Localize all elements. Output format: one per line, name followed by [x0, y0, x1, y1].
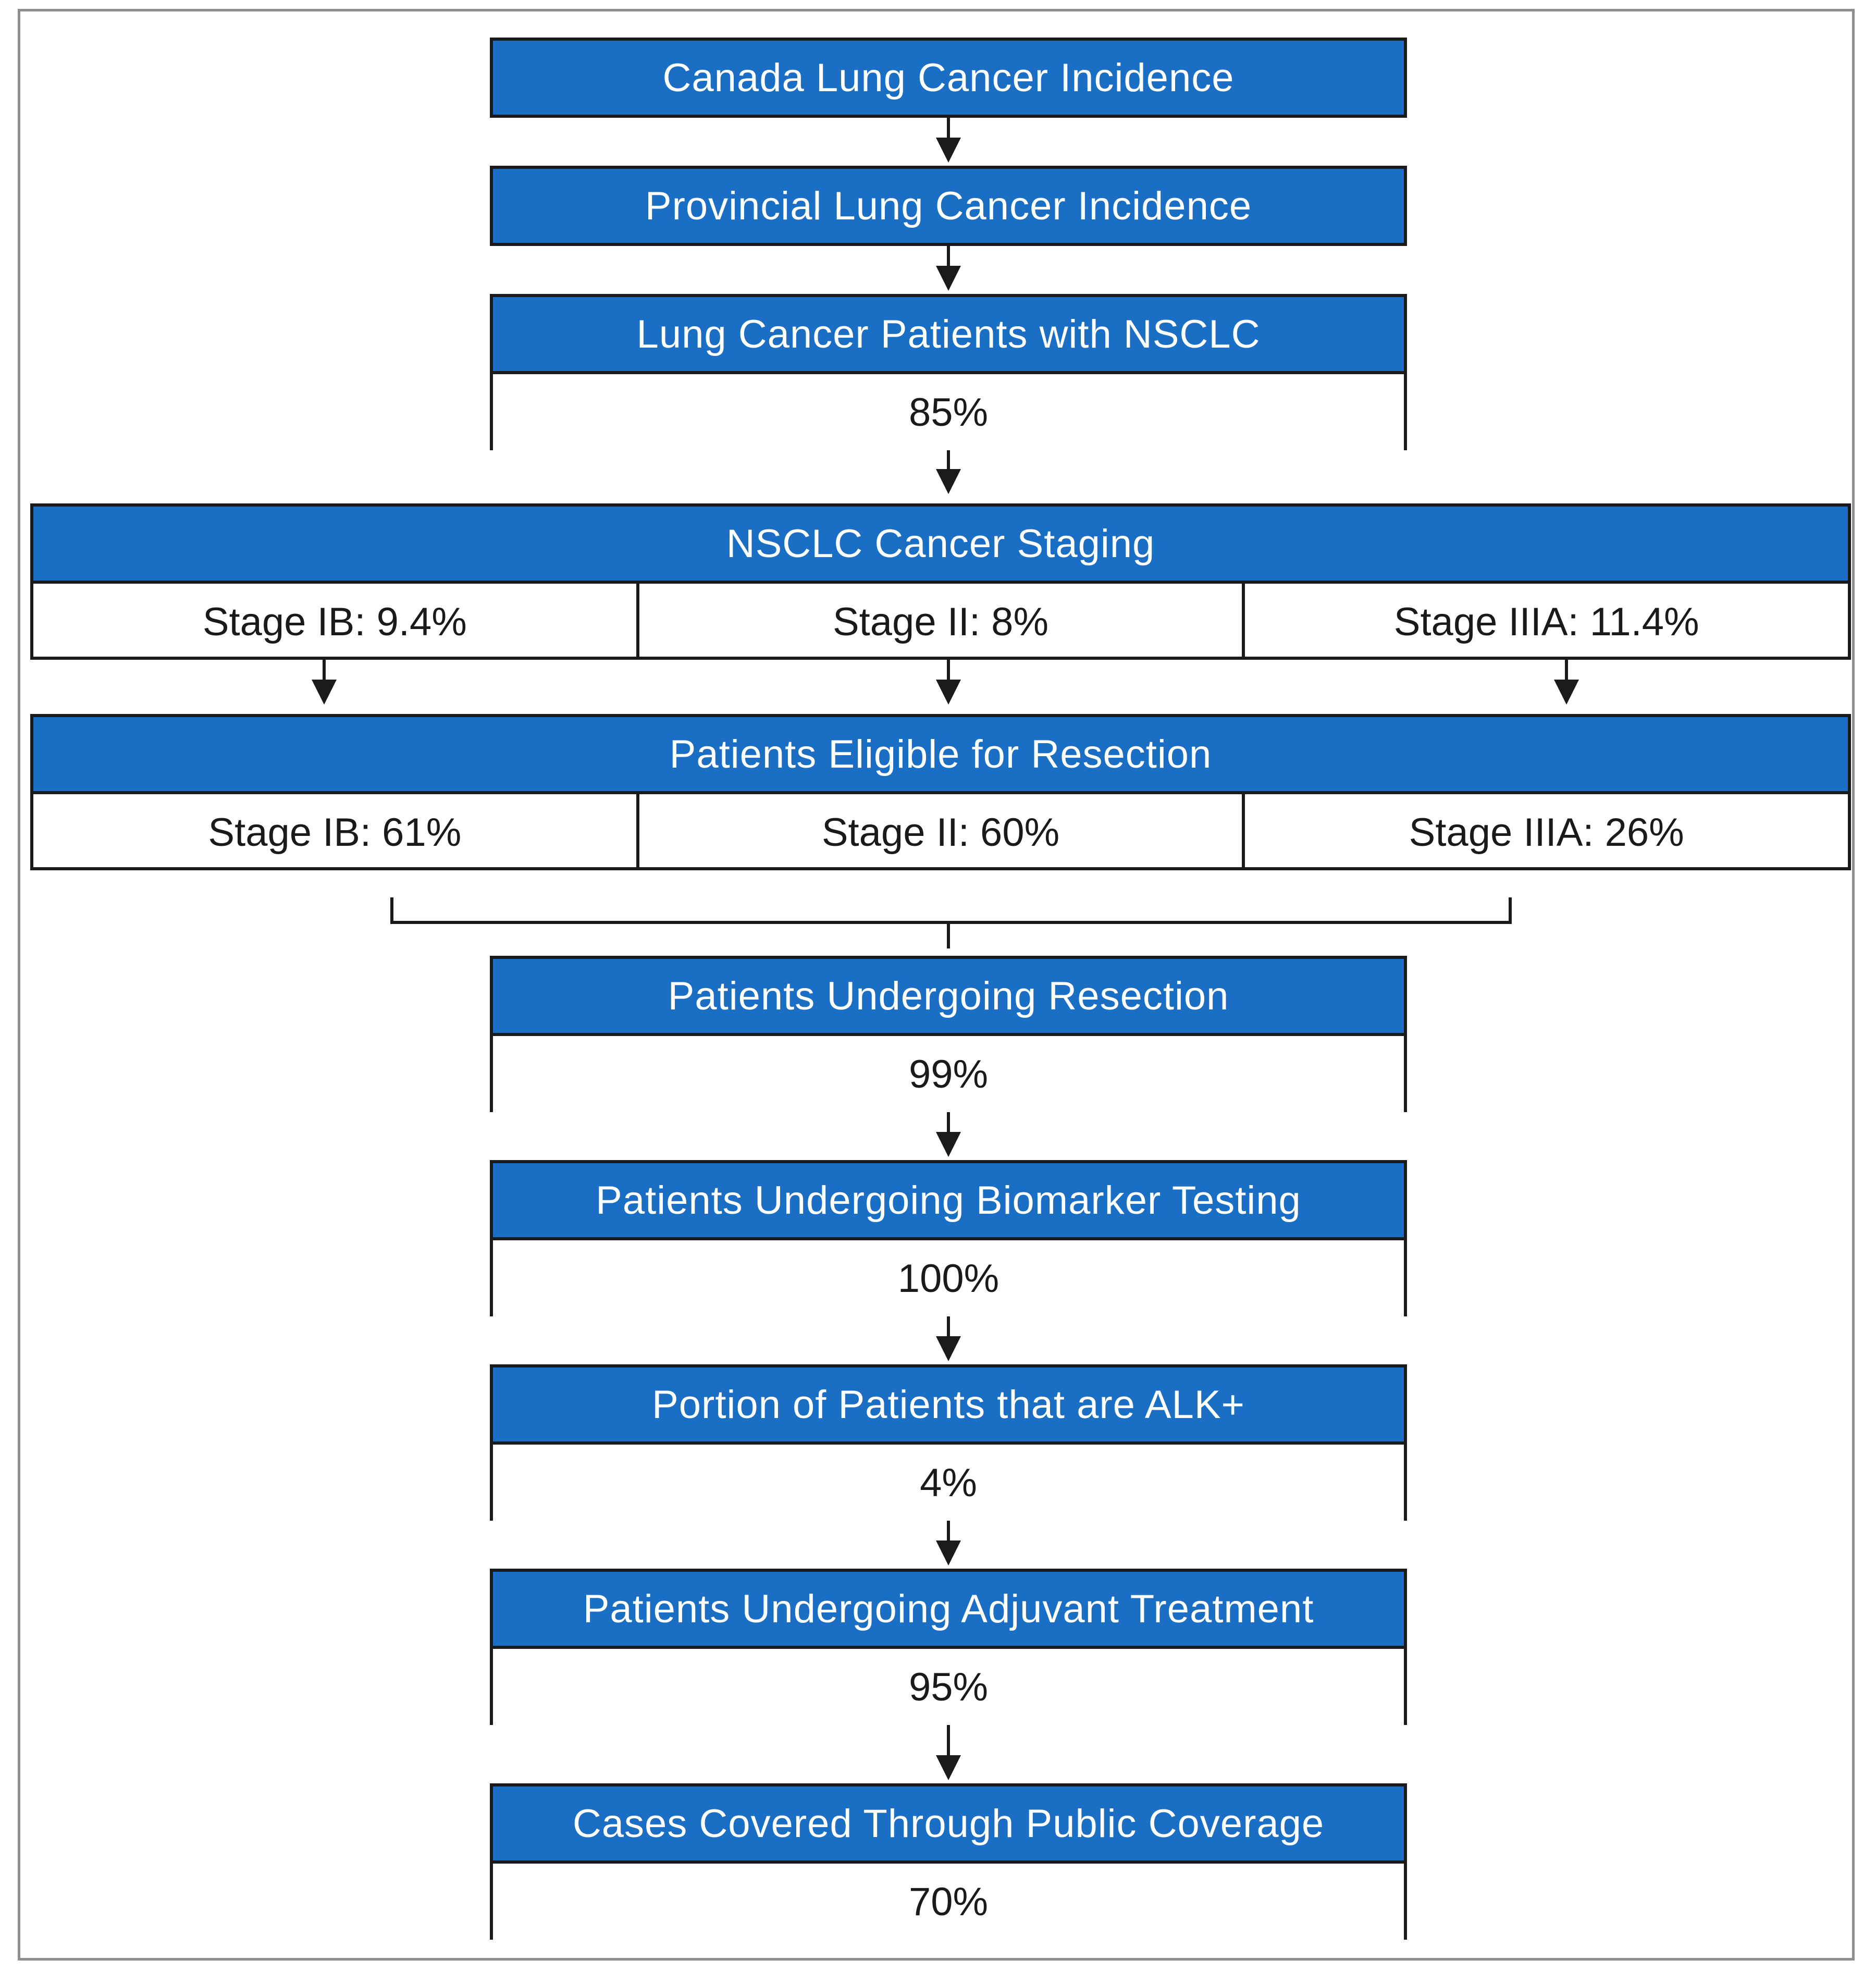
step-biomarker-testing: Patients Undergoing Biomarker Testing 10…: [490, 1160, 1407, 1316]
step-provincial-incidence: Provincial Lung Cancer Incidence: [490, 166, 1407, 246]
step-title: Patients Undergoing Adjuvant Treatment: [493, 1572, 1404, 1646]
stage-row: Stage IB: 61% Stage II: 60% Stage IIIA: …: [33, 791, 1848, 870]
step-title: Patients Undergoing Biomarker Testing: [493, 1163, 1404, 1237]
step-undergoing-resection: Patients Undergoing Resection 99%: [490, 956, 1407, 1112]
step-value: 100%: [493, 1237, 1404, 1316]
stage-ib-cell: Stage IB: 9.4%: [202, 599, 467, 644]
step-adjuvant-treatment: Patients Undergoing Adjuvant Treatment 9…: [490, 1569, 1407, 1725]
step-title: NSCLC Cancer Staging: [33, 507, 1848, 581]
step-title: Cases Covered Through Public Coverage: [493, 1786, 1404, 1860]
step-nsclc-staging: NSCLC Cancer Staging Stage IB: 9.4% Stag…: [30, 503, 1851, 660]
step-nsclc-patients: Lung Cancer Patients with NSCLC 85%: [490, 294, 1407, 450]
stage-row: Stage IB: 9.4% Stage II: 8% Stage IIIA: …: [33, 581, 1848, 660]
stage-iiia-cell: Stage IIIA: 26%: [1242, 794, 1848, 870]
step-canada-incidence: Canada Lung Cancer Incidence: [490, 38, 1407, 118]
stage-iiia-cell: Stage IIIA: 11.4%: [1242, 584, 1848, 660]
step-title: Lung Cancer Patients with NSCLC: [493, 297, 1404, 371]
step-title: Patients Undergoing Resection: [493, 959, 1404, 1033]
stage-ib-cell: Stage IB: 61%: [208, 810, 462, 855]
step-title: Canada Lung Cancer Incidence: [493, 41, 1404, 115]
merge-bracket: [390, 897, 1512, 924]
step-value: 4%: [493, 1441, 1404, 1521]
step-value: 95%: [493, 1646, 1404, 1725]
step-public-coverage: Cases Covered Through Public Coverage 70…: [490, 1783, 1407, 1940]
step-value: 70%: [493, 1860, 1404, 1940]
step-value: 99%: [493, 1033, 1404, 1112]
step-title: Patients Eligible for Resection: [33, 717, 1848, 791]
step-value: 85%: [493, 371, 1404, 450]
stage-ii-cell: Stage II: 8%: [636, 584, 1242, 660]
step-title: Provincial Lung Cancer Incidence: [493, 169, 1404, 243]
figure-frame: [18, 9, 1855, 1961]
step-alk-positive: Portion of Patients that are ALK+ 4%: [490, 1364, 1407, 1521]
step-eligible-resection: Patients Eligible for Resection Stage IB…: [30, 714, 1851, 870]
step-title: Portion of Patients that are ALK+: [493, 1367, 1404, 1441]
stage-ii-cell: Stage II: 60%: [636, 794, 1242, 870]
